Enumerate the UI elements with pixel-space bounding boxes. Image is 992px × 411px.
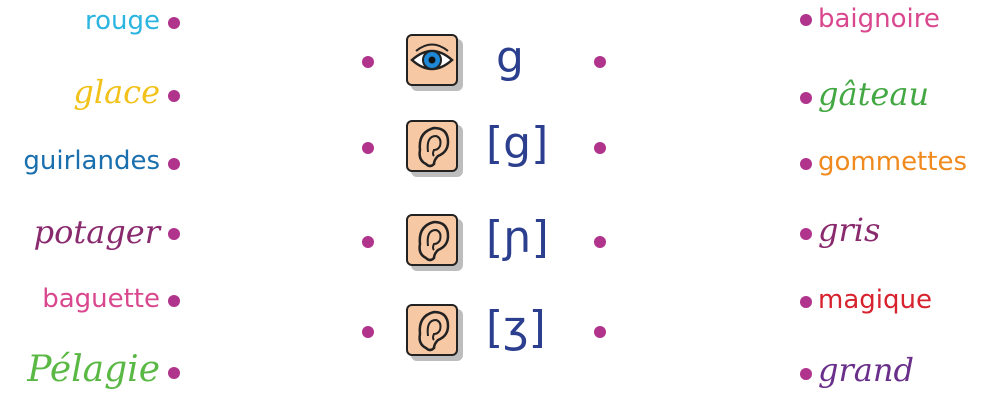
right-match-dot[interactable]: [800, 368, 812, 380]
center-right-dot[interactable]: [594, 326, 606, 338]
center-left-dot[interactable]: [362, 56, 374, 68]
center-right-dot[interactable]: [594, 56, 606, 68]
left-match-dot[interactable]: [168, 295, 180, 307]
center-left-dot[interactable]: [362, 142, 374, 154]
eye-icon: [406, 34, 458, 86]
right-word-gris[interactable]: gris: [818, 211, 881, 249]
center-left-dot[interactable]: [362, 326, 374, 338]
right-word-magique[interactable]: magique: [818, 285, 932, 315]
left-word-pelagie[interactable]: Pélagie: [27, 349, 160, 390]
right-match-dot[interactable]: [800, 158, 812, 170]
left-match-dot[interactable]: [168, 367, 180, 379]
right-word-grand[interactable]: grand: [818, 351, 914, 389]
right-match-dot[interactable]: [800, 228, 812, 240]
grapheme-symbol: g: [496, 32, 524, 83]
center-left-dot[interactable]: [362, 236, 374, 248]
right-match-dot[interactable]: [800, 92, 812, 104]
left-match-dot[interactable]: [168, 90, 180, 102]
ear-icon: [406, 304, 458, 356]
left-match-dot[interactable]: [168, 158, 180, 170]
right-word-gommettes[interactable]: gommettes: [818, 147, 967, 177]
right-word-baignoire[interactable]: baignoire: [818, 4, 940, 34]
ear-icon: [406, 214, 458, 266]
right-word-gateau[interactable]: gâteau: [818, 75, 930, 113]
right-match-dot[interactable]: [800, 14, 812, 26]
left-word-glace[interactable]: glace: [73, 73, 160, 111]
ear-icon: [406, 120, 458, 172]
phoneme-symbol: [ɲ]: [486, 212, 549, 263]
left-match-dot[interactable]: [168, 17, 180, 29]
left-word-baguette[interactable]: baguette: [42, 284, 160, 314]
center-right-dot[interactable]: [594, 142, 606, 154]
left-word-potager[interactable]: potager: [33, 213, 160, 251]
phoneme-symbol: [ʒ]: [486, 302, 546, 353]
left-word-guirlandes[interactable]: guirlandes: [23, 146, 160, 176]
left-match-dot[interactable]: [168, 228, 180, 240]
left-word-rouge[interactable]: rouge: [84, 6, 160, 36]
right-match-dot[interactable]: [800, 296, 812, 308]
phoneme-symbol: [g]: [486, 118, 549, 169]
center-right-dot[interactable]: [594, 236, 606, 248]
